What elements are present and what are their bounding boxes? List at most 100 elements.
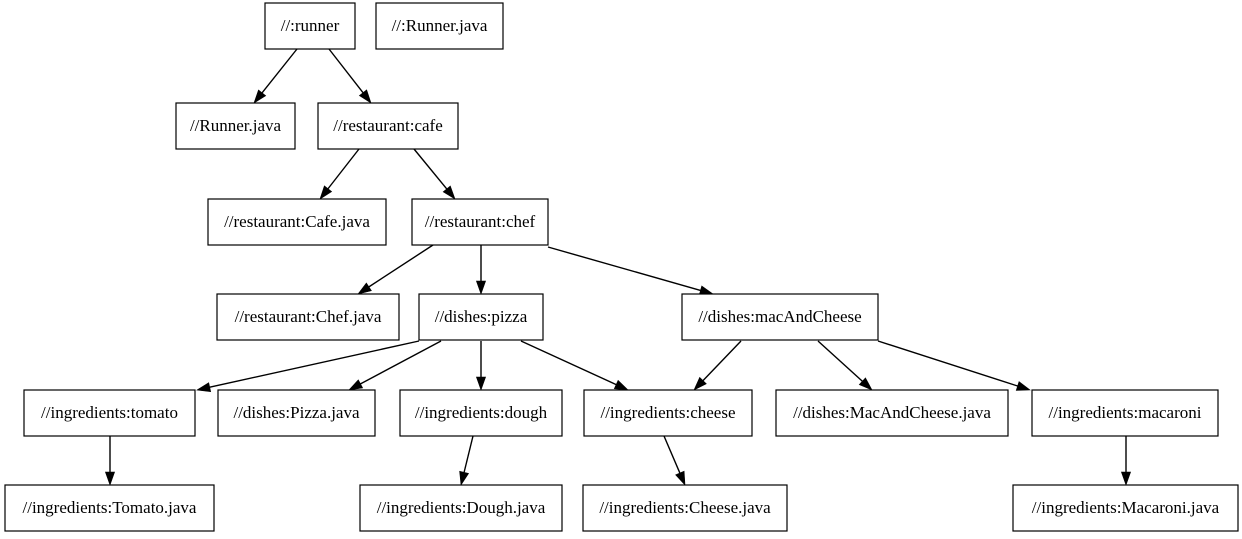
edge-arrowhead-icon bbox=[442, 185, 456, 200]
node-box[interactable] bbox=[418, 293, 544, 341]
edge-arrowhead-icon bbox=[319, 185, 333, 200]
graph-edge bbox=[348, 340, 442, 391]
node-label: //dishes:macAndCheese bbox=[698, 307, 861, 326]
node-label: //ingredients:Cheese.java bbox=[599, 498, 771, 517]
edge-line bbox=[520, 340, 617, 386]
graph-node-ing_macaroni[interactable]: //ingredients:macaroni bbox=[1031, 389, 1219, 437]
node-label: //ingredients:cheese bbox=[600, 403, 735, 422]
node-label: //ingredients:macaroni bbox=[1049, 403, 1202, 422]
node-box[interactable] bbox=[1012, 484, 1239, 532]
edge-arrowhead-icon bbox=[357, 282, 372, 295]
node-label: //dishes:MacAndCheese.java bbox=[793, 403, 991, 422]
node-box[interactable] bbox=[775, 389, 1009, 437]
edge-line bbox=[360, 340, 442, 385]
graph-edge bbox=[196, 340, 420, 393]
edge-arrowhead-icon bbox=[358, 89, 372, 104]
node-box[interactable] bbox=[681, 293, 879, 341]
graph-node-runner_java[interactable]: //Runner.java bbox=[175, 102, 296, 150]
graph-node-ing_cheese_java[interactable]: //ingredients:Cheese.java bbox=[582, 484, 788, 532]
edge-line bbox=[702, 340, 742, 382]
graph-edge bbox=[877, 340, 1031, 391]
node-box[interactable] bbox=[317, 102, 459, 150]
graph-node-ing_dough[interactable]: //ingredients:dough bbox=[399, 389, 563, 437]
node-box[interactable] bbox=[1031, 389, 1219, 437]
graph-edge bbox=[357, 244, 434, 295]
graph-node-restaurant_chef_java[interactable]: //restaurant:Chef.java bbox=[216, 293, 400, 341]
graph-edge bbox=[475, 245, 487, 295]
graph-node-dishes_macandcheese[interactable]: //dishes:macAndCheese bbox=[681, 293, 879, 341]
graph-edge bbox=[663, 435, 686, 486]
edge-arrowhead-icon bbox=[475, 280, 487, 295]
graph-edge bbox=[547, 246, 714, 296]
node-box[interactable] bbox=[399, 389, 563, 437]
node-box[interactable] bbox=[175, 102, 296, 150]
graph-node-restaurant_cafe[interactable]: //restaurant:cafe bbox=[317, 102, 459, 150]
graph-edge bbox=[520, 340, 629, 391]
node-box[interactable] bbox=[217, 389, 376, 437]
node-label: //restaurant:cafe bbox=[333, 116, 443, 135]
edge-arrowhead-icon bbox=[1120, 471, 1132, 486]
graph-edge bbox=[413, 148, 456, 200]
edge-arrowhead-icon bbox=[459, 470, 470, 486]
graph-node-ing_tomato_java[interactable]: //ingredients:Tomato.java bbox=[4, 484, 215, 532]
edge-line bbox=[209, 340, 420, 388]
node-box[interactable] bbox=[583, 389, 753, 437]
edge-arrowhead-icon bbox=[858, 377, 873, 391]
graph-edge bbox=[253, 48, 298, 104]
graph-node-ing_dough_java[interactable]: //ingredients:Dough.java bbox=[359, 484, 563, 532]
edge-line bbox=[817, 340, 863, 382]
node-box[interactable] bbox=[359, 484, 563, 532]
graph-edge bbox=[693, 340, 742, 391]
node-label: //Runner.java bbox=[190, 116, 282, 135]
node-label: //ingredients:tomato bbox=[41, 403, 178, 422]
graph-node-dishes_macandcheese_java[interactable]: //dishes:MacAndCheese.java bbox=[775, 389, 1009, 437]
graph-node-restaurant_chef[interactable]: //restaurant:chef bbox=[411, 198, 549, 246]
edge-line bbox=[261, 48, 298, 94]
edge-arrowhead-icon bbox=[348, 379, 364, 391]
edge-arrowhead-icon bbox=[475, 376, 487, 391]
graph-edge bbox=[319, 148, 360, 200]
edge-line bbox=[663, 435, 681, 474]
edge-arrowhead-icon bbox=[196, 382, 212, 393]
graph-node-runner_java_root[interactable]: //:Runner.java bbox=[375, 2, 504, 50]
graph-node-dishes_pizza[interactable]: //dishes:pizza bbox=[418, 293, 544, 341]
edge-arrowhead-icon bbox=[613, 379, 629, 391]
node-label: //dishes:Pizza.java bbox=[233, 403, 360, 422]
edge-line bbox=[413, 148, 448, 190]
graph-node-ing_cheese[interactable]: //ingredients:cheese bbox=[583, 389, 753, 437]
graph-node-ing_macaroni_java[interactable]: //ingredients:Macaroni.java bbox=[1012, 484, 1239, 532]
edge-arrowhead-icon bbox=[253, 89, 267, 104]
node-box[interactable] bbox=[264, 2, 356, 50]
graph-edge bbox=[328, 48, 372, 104]
node-label: //:Runner.java bbox=[392, 16, 488, 35]
graph-node-ing_tomato[interactable]: //ingredients:tomato bbox=[23, 389, 196, 437]
graph-edge bbox=[459, 435, 474, 486]
graph-edge bbox=[1120, 436, 1132, 486]
node-box[interactable] bbox=[207, 198, 387, 246]
node-box[interactable] bbox=[23, 389, 196, 437]
edge-line bbox=[877, 340, 1018, 387]
node-box[interactable] bbox=[411, 198, 549, 246]
graph-node-dishes_pizza_java[interactable]: //dishes:Pizza.java bbox=[217, 389, 376, 437]
node-box[interactable] bbox=[582, 484, 788, 532]
edges-layer bbox=[104, 48, 1132, 486]
edge-arrowhead-icon bbox=[693, 376, 707, 391]
node-box[interactable] bbox=[4, 484, 215, 532]
node-label: //restaurant:Cafe.java bbox=[224, 212, 370, 231]
edge-line bbox=[547, 246, 701, 292]
graph-edge bbox=[475, 341, 487, 391]
edge-line bbox=[327, 148, 360, 190]
node-box[interactable] bbox=[216, 293, 400, 341]
edge-arrowhead-icon bbox=[1015, 381, 1031, 391]
edge-line bbox=[368, 244, 434, 288]
node-box[interactable] bbox=[375, 2, 504, 50]
node-label: //restaurant:Chef.java bbox=[235, 307, 382, 326]
graph-edge bbox=[817, 340, 873, 391]
node-label: //ingredients:Dough.java bbox=[377, 498, 546, 517]
edge-line bbox=[463, 435, 474, 473]
graph-node-restaurant_cafe_java[interactable]: //restaurant:Cafe.java bbox=[207, 198, 387, 246]
graph-edge bbox=[104, 436, 116, 486]
graph-node-runner[interactable]: //:runner bbox=[264, 2, 356, 50]
